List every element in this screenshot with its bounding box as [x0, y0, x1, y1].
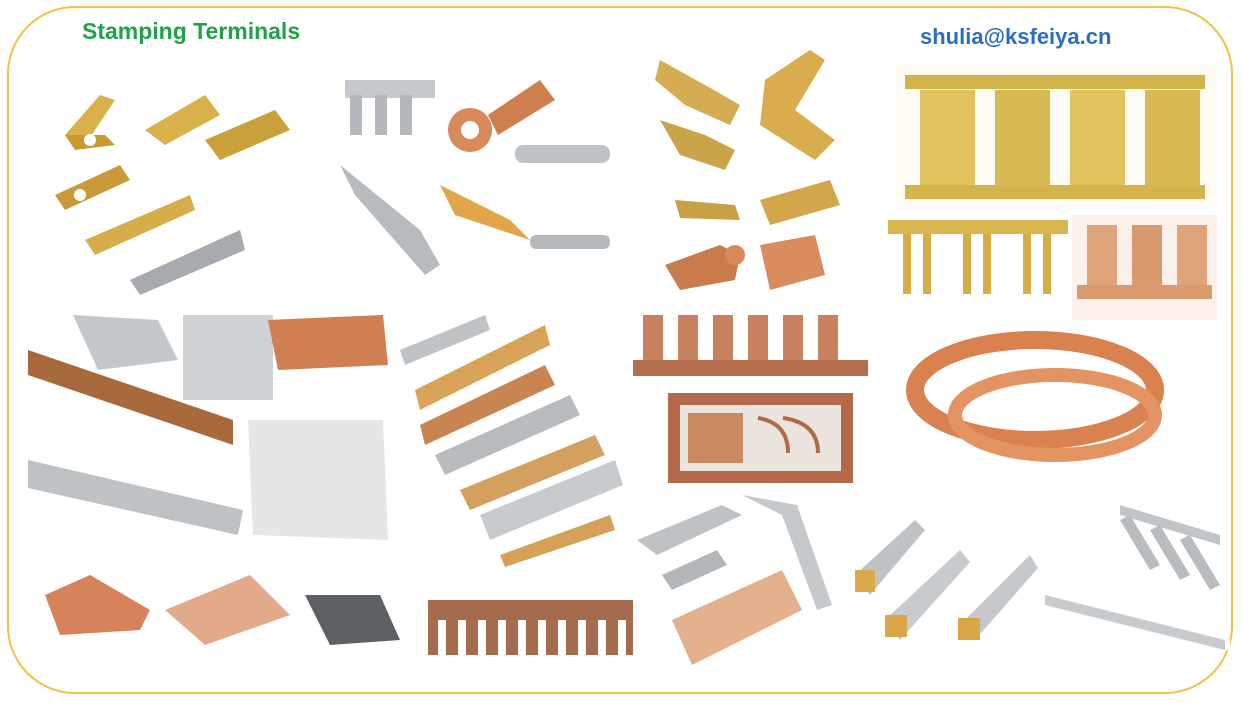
gold-crimp-terminals-photo	[850, 500, 1040, 645]
page-border	[7, 6, 1233, 694]
copper-lead-frame-panel-photo	[668, 393, 853, 483]
contact-email: shulia@ksfeiya.cn	[920, 24, 1112, 49]
copper-pin-carrier-photo	[1072, 215, 1217, 320]
tin-copper-ring-terminals-photo	[330, 55, 630, 300]
gold-terminal-strip-photo	[895, 65, 1215, 210]
tin-crimp-contacts-photo	[632, 490, 847, 690]
copper-connector-pin-photo	[633, 310, 868, 385]
bent-copper-contacts-photo	[40, 570, 400, 655]
mixed-carrier-strip-photo	[395, 305, 625, 575]
copper-terminal-reel-photo	[905, 320, 1170, 470]
copper-comb-strip-photo	[428, 600, 633, 655]
tin-crimp-strip-photo	[1040, 495, 1230, 650]
brass-quick-disconnect-photo	[45, 55, 310, 300]
page-title: Stamping Terminals	[82, 18, 301, 44]
tin-lead-frame-photo	[28, 310, 393, 545]
brass-female-spade-photo	[645, 40, 860, 305]
gold-pin-carrier-photo	[888, 215, 1068, 300]
